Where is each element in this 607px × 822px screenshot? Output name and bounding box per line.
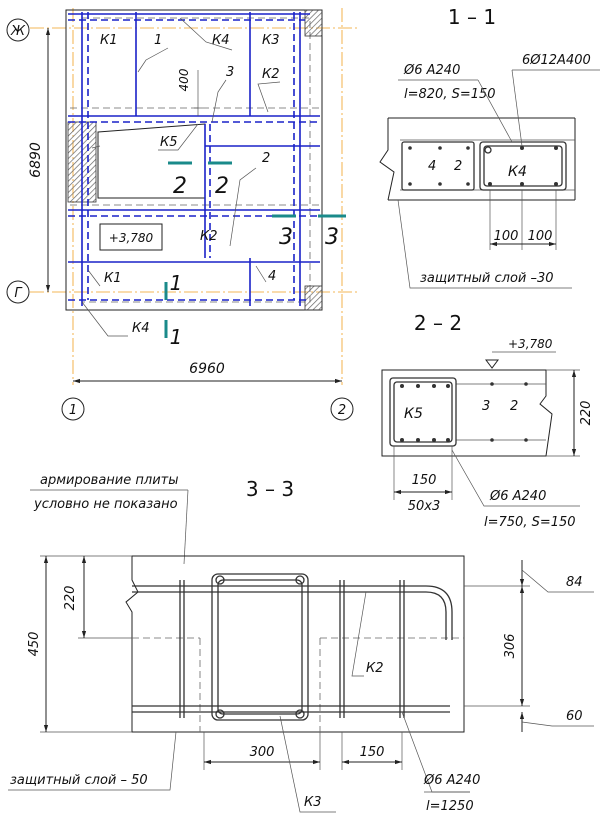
section-1-1-title: 1 – 1 xyxy=(448,5,496,29)
label-2: 2 xyxy=(262,151,270,166)
cut-1-bottom-label: 1 xyxy=(170,325,183,349)
s33-note-line2: условно не показано xyxy=(33,497,178,512)
plan-dim-width: 6960 xyxy=(189,361,225,377)
axis-bubble-2 xyxy=(330,397,354,421)
cut-3-right-label: 3 xyxy=(325,225,339,250)
cut-1-top-label: 1 xyxy=(170,271,183,295)
s11-dim-100-a: 100 xyxy=(494,229,519,244)
s33-dim-220: 220 xyxy=(63,586,78,611)
axis-label-g: Г xyxy=(14,286,23,301)
label-k4-top: К4 xyxy=(212,33,230,48)
s22-dim-50x3: 50х3 xyxy=(408,499,441,514)
s33-dim-450: 450 xyxy=(27,632,42,657)
slab-inner-dashed xyxy=(81,17,311,303)
k4-frame xyxy=(479,141,567,191)
s33-bar: Ø6 А240 xyxy=(423,773,480,788)
s33-dim-300: 300 xyxy=(250,745,275,760)
label-3: 3 xyxy=(226,65,234,80)
s33-note-line1: армирование плиты xyxy=(40,473,178,488)
k3-frame xyxy=(211,573,309,721)
s33-outline xyxy=(125,555,465,733)
section-2-2-title: 2 – 2 xyxy=(414,311,462,335)
k5-frame xyxy=(389,377,457,447)
label-4: 4 xyxy=(268,269,276,284)
axis-bubble-g xyxy=(6,280,30,304)
s33-bar-length: l=1250 xyxy=(426,799,474,814)
slab-plan: Ж Г 1 2 xyxy=(6,8,360,421)
label-k2-top: К2 xyxy=(262,67,280,82)
s11-label-4: 4 xyxy=(428,159,436,174)
label-k4-bot: К4 xyxy=(132,321,150,336)
s22-bar-length: l=750, S=150 xyxy=(484,515,576,530)
s11-bar1: Ø6 А240 xyxy=(403,63,460,78)
section-2-2: 2 – 2 +3,780 К5 3 2 220 150 50х3 Ø6 А240… xyxy=(381,311,594,530)
label-k3: К3 xyxy=(262,33,280,48)
s22-label-2: 2 xyxy=(510,399,518,414)
plan-dim-height: 6890 xyxy=(28,142,44,178)
label-k5: К5 xyxy=(160,135,178,150)
axis-bubble-1 xyxy=(61,397,85,421)
s33-label-k2: К2 xyxy=(366,661,384,676)
slab-outline xyxy=(65,9,323,311)
cut-2-right-label: 2 xyxy=(215,174,229,199)
section-3-3: 3 – 3 армирование плиты условно не показ… xyxy=(8,473,594,814)
s33-dim-306: 306 xyxy=(503,634,518,659)
axis-label-zh: Ж xyxy=(10,24,26,39)
plan-level-mark: +3,780 xyxy=(109,231,154,245)
section-1-1: 1 – 1 4 2 К4 Ø6 А240 l=820, S=150 6Ø12А4… xyxy=(379,5,600,289)
wall-hatch-top xyxy=(304,9,323,37)
plan-dim-400: 400 xyxy=(177,68,191,91)
s33-dim-60: 60 xyxy=(566,709,583,724)
s22-level: +3,780 xyxy=(508,337,553,351)
s11-bar2: 6Ø12А400 xyxy=(522,53,591,68)
s22-label-3: 3 xyxy=(482,399,490,414)
s22-dim-220: 220 xyxy=(579,401,594,426)
label-k1-bot: К1 xyxy=(104,271,122,286)
slab-opening xyxy=(97,123,206,199)
cut-3-left-label: 3 xyxy=(279,225,293,250)
s33-cover-note: защитный слой – 50 xyxy=(10,773,148,788)
s22-bar: Ø6 А240 xyxy=(489,489,546,504)
label-k2-mid: К2 xyxy=(200,229,218,244)
s33-dim-150: 150 xyxy=(360,745,385,760)
s33-dim-84: 84 xyxy=(566,575,583,590)
s22-dim-150: 150 xyxy=(412,473,437,488)
axis-label-1: 1 xyxy=(69,403,77,418)
s11-cover-note: защитный слой –30 xyxy=(420,271,554,286)
s33-label-k3: К3 xyxy=(304,795,322,810)
section-3-3-title: 3 – 3 xyxy=(246,477,294,501)
level-box xyxy=(99,223,163,251)
label-k1-top: К1 xyxy=(100,33,118,48)
wall-hatch-bottom xyxy=(304,285,323,311)
axis-bubble-zh xyxy=(6,18,30,42)
s22-label-k5: К5 xyxy=(404,406,423,422)
s11-dim-100-b: 100 xyxy=(528,229,553,244)
s11-bar1-length: l=820, S=150 xyxy=(404,87,496,102)
s11-label-2: 2 xyxy=(454,159,462,174)
axis-label-2: 2 xyxy=(338,403,346,418)
label-1: 1 xyxy=(154,33,162,48)
s11-label-k4: К4 xyxy=(508,164,527,180)
cut-2-left-label: 2 xyxy=(173,174,187,199)
